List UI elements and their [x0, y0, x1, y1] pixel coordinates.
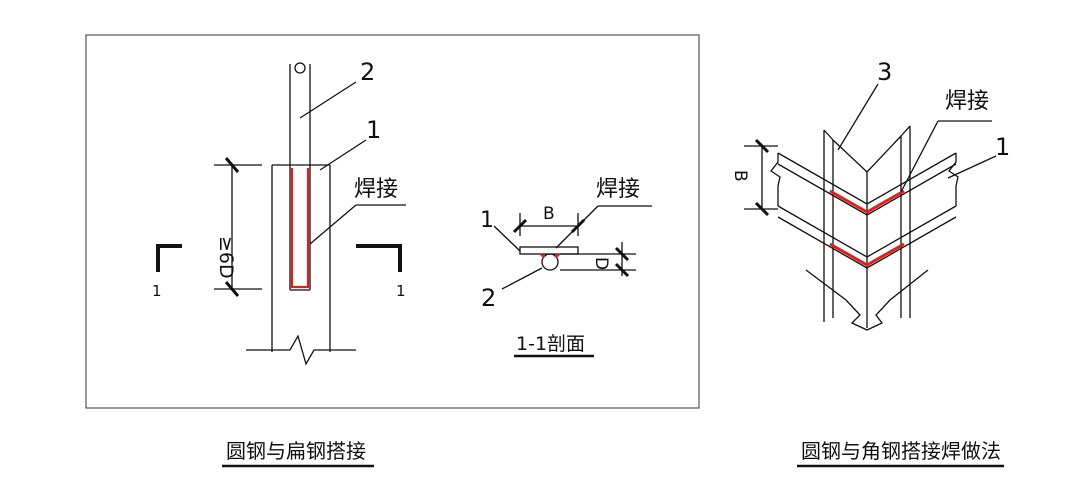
- section-1-1-labels: B D 焊接 1 2 1-1剖面: [480, 177, 640, 355]
- leader-weld: [555, 205, 599, 249]
- callout-2: 2: [360, 58, 375, 86]
- weld-seam: [290, 168, 310, 289]
- width-label: B: [543, 204, 555, 224]
- leader-1: [947, 155, 997, 179]
- dim-d-tick-bottom: [614, 262, 630, 278]
- flat-steel-lap-drawing: [156, 62, 406, 366]
- leader-2: [299, 81, 357, 119]
- break-line: [246, 334, 356, 366]
- left-frame-border: [85, 34, 700, 409]
- dim-b-tick-bottom: [754, 201, 770, 217]
- angle-steel-lap-labels: B 3 焊接 1: [730, 58, 1010, 182]
- bar2-bottom: [777, 216, 957, 269]
- callout-1: 1: [480, 208, 494, 233]
- width-label: B: [730, 170, 750, 182]
- bar1-bottom: [777, 163, 957, 216]
- weld-label: 焊接: [945, 89, 989, 114]
- bottom-break-line: [805, 269, 929, 331]
- dim-tick-bottom: [224, 281, 240, 297]
- callout-3: 3: [877, 58, 892, 86]
- callout-1: 1: [366, 116, 381, 144]
- round-bar-end-circle: [294, 62, 306, 74]
- angle-steel-lap-drawing: [744, 83, 997, 331]
- section-title: 1-1剖面: [516, 333, 585, 355]
- dim-b-tick-top: [754, 138, 770, 154]
- bar1-top: [777, 152, 957, 205]
- weld-seam-lower: [829, 242, 905, 267]
- leader-1: [319, 139, 367, 171]
- right-caption: 圆钢与角钢搭接焊做法: [801, 439, 1001, 463]
- callout-1: 1: [995, 133, 1010, 161]
- angle-right-top: [900, 125, 911, 137]
- leader-weld: [900, 120, 939, 193]
- flat-steel-section: [519, 246, 579, 255]
- section-1-1-drawing: [493, 205, 652, 358]
- flat-steel-lap-labels: 2 1 焊接 ≥6D 1 1: [152, 58, 406, 300]
- left-caption: 圆钢与扁钢搭接: [226, 439, 366, 463]
- weld-label: 焊接: [354, 177, 398, 202]
- bar-break-right: [948, 153, 959, 206]
- section-mark-right: [356, 244, 402, 272]
- callout-2: 2: [481, 284, 496, 312]
- leader-weld: [309, 204, 357, 245]
- section-weld-seam: [540, 253, 560, 258]
- section-mark-right-label: 1: [396, 282, 406, 300]
- bar2-top: [777, 205, 957, 258]
- weld-seam-upper: [829, 189, 905, 214]
- length-label: ≥6D: [215, 236, 237, 279]
- section-mark-left: [156, 244, 182, 272]
- dia-label: D: [591, 257, 611, 270]
- dim-b-tick-left: [512, 218, 528, 234]
- weld-label: 焊接: [596, 177, 640, 202]
- leader-3: [837, 83, 879, 151]
- round-bar-section: [541, 253, 559, 271]
- leader-2: [501, 267, 543, 290]
- leader-1: [493, 225, 521, 252]
- section-mark-left-label: 1: [152, 282, 162, 300]
- dim-tick-top: [224, 157, 240, 173]
- dim-d-tick-top: [614, 246, 630, 262]
- bar-break-left: [770, 153, 781, 206]
- angle-left-top: [823, 129, 834, 141]
